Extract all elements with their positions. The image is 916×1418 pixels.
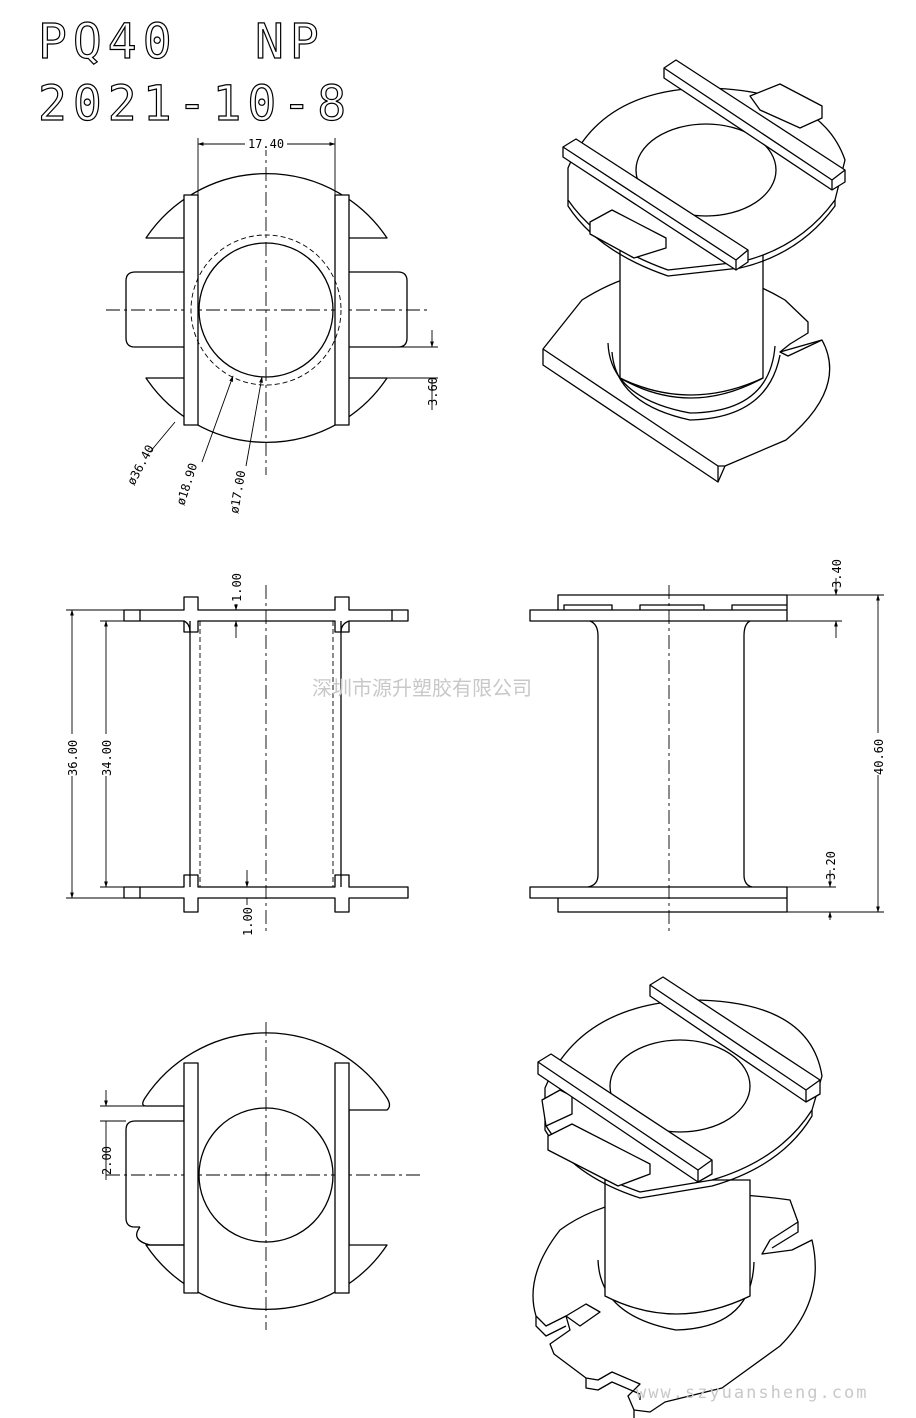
bottom-view: 2.00 bbox=[100, 1022, 420, 1330]
dim-side-flange-top: 3.40 bbox=[830, 559, 844, 588]
top-view: 17.40 3.60 ø36.40 ø18.90 ø17.00 bbox=[106, 136, 440, 515]
title-date: 2021-10-8 bbox=[38, 76, 352, 132]
isometric-view-bottom bbox=[532, 976, 823, 1418]
dim-dia-mid: ø18.90 bbox=[174, 461, 201, 507]
dim-top-width: 17.40 bbox=[248, 137, 284, 151]
dim-top-slot: 3.60 bbox=[426, 377, 440, 406]
dim-dia-inner: ø17.00 bbox=[227, 469, 248, 514]
watermark-company: 深圳市源升塑胶有限公司 bbox=[312, 676, 532, 700]
title-variant: NP bbox=[255, 14, 325, 70]
dim-front-height-inner: 34.00 bbox=[100, 740, 114, 776]
side-view: 3.40 40.60 3.20 bbox=[529, 559, 886, 932]
title-model: PQ40 bbox=[38, 14, 178, 70]
front-view: 36.00 34.00 1.00 1.00 bbox=[64, 573, 409, 936]
dim-side-flange-bottom: 3.20 bbox=[824, 851, 838, 880]
dim-front-height-outer: 36.00 bbox=[66, 740, 80, 776]
dim-side-height: 40.60 bbox=[872, 739, 886, 775]
watermark-website: www.szyuansheng.com bbox=[636, 1383, 868, 1403]
dim-dia-outer: ø36.40 bbox=[124, 443, 157, 488]
dim-bottom-slot: 2.00 bbox=[100, 1146, 114, 1175]
isometric-view-top bbox=[542, 59, 846, 483]
dim-front-wall-top: 1.00 bbox=[230, 573, 244, 602]
dim-front-wall-bottom: 1.00 bbox=[241, 907, 255, 936]
